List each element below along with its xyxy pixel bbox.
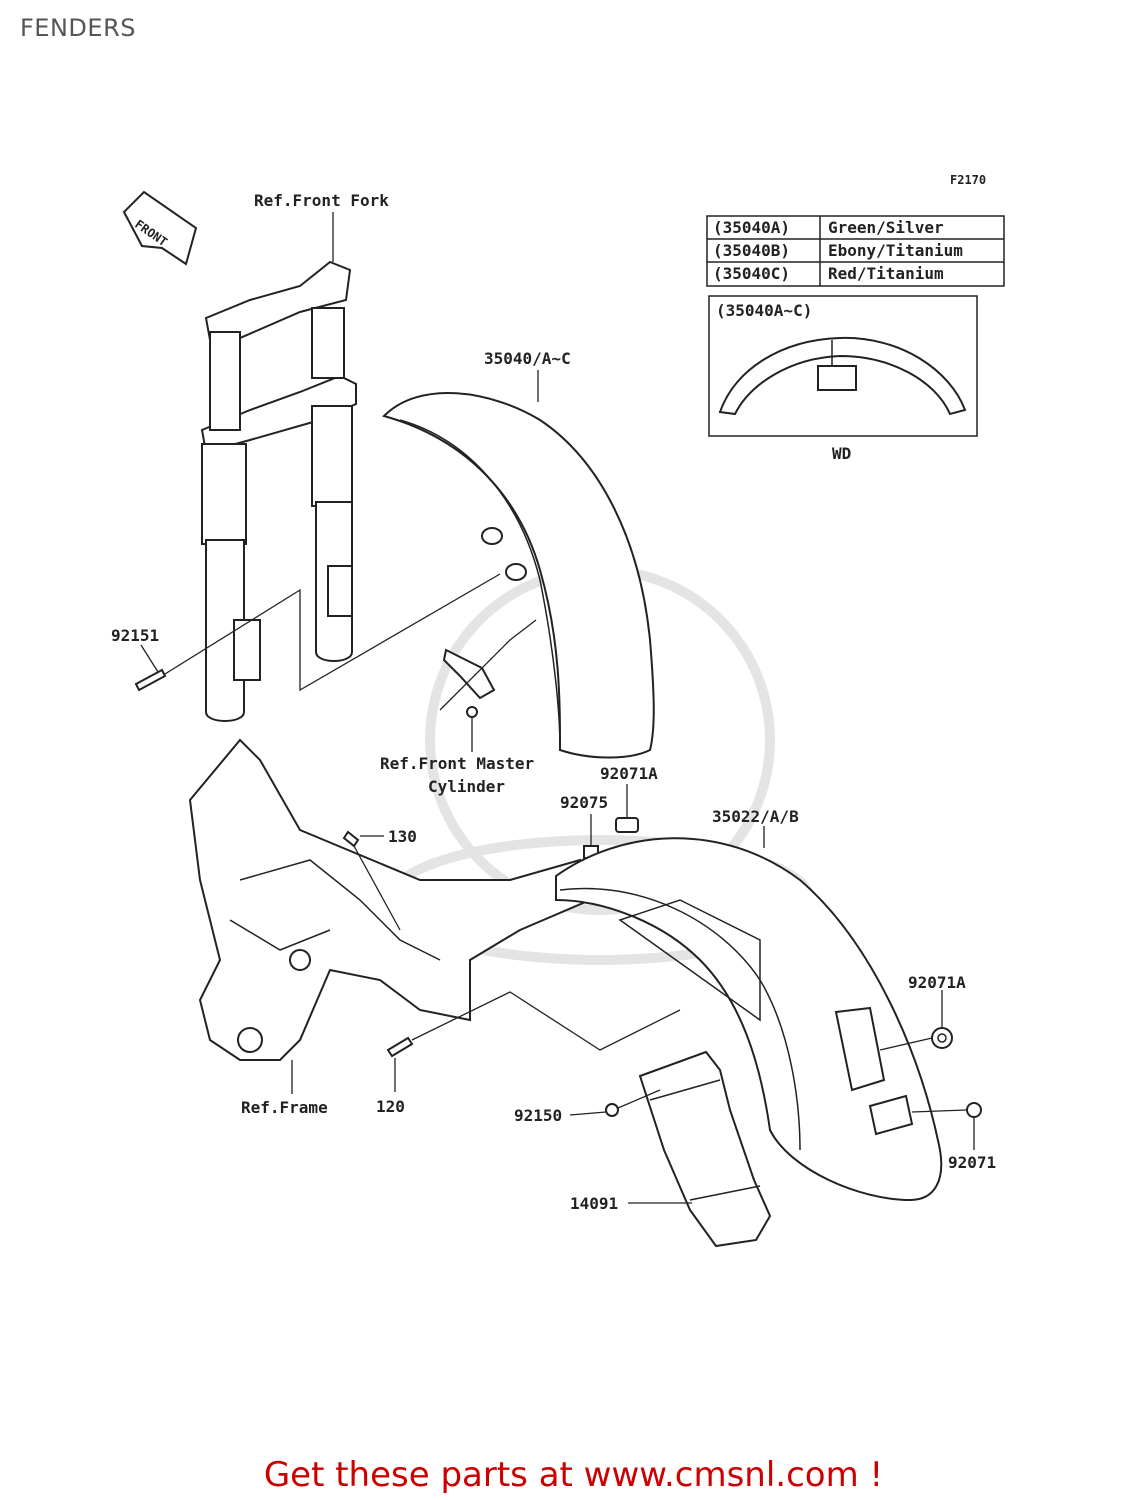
figure-code: F2170 [950,173,986,187]
front-fender-drawing [382,392,655,759]
front-fork-drawing [200,260,357,722]
part-92071A-top-label: 92071A [600,764,658,783]
part-92071A-right-label: 92071A [908,973,966,992]
bolt-130-icon [342,830,360,848]
part-35040-label: 35040/A~C [484,349,571,368]
part-130-label: 130 [388,827,417,846]
color-table-code: (35040B) [713,241,790,260]
part-35022-label: 35022/A/B [712,807,799,826]
inset-title: (35040A~C) [716,301,812,320]
color-table-code: (35040C) [713,264,790,283]
nut-92150-icon [605,1103,619,1117]
ref-frame-label: Ref.Frame [241,1098,328,1117]
bolt-120-icon [386,1036,414,1058]
master-cylinder-clamp-icon [442,648,496,718]
inset-caption: WD [832,444,851,463]
color-table-color: Red/Titanium [828,264,944,283]
cta-link[interactable]: Get these parts at www.cmsnl.com ! [263,1455,884,1495]
bolt-92151-icon [134,668,167,692]
part-92151-label: 92151 [111,626,159,645]
ref-front-fork-label: Ref.Front Fork [254,191,389,210]
grommet-92071A-right-icon [931,1027,953,1049]
rear-fender-drawing [555,837,943,1202]
color-table-color: Green/Silver [828,218,944,237]
bracket-14091-drawing [638,1050,772,1248]
front-arrow-icon: FRONT [122,190,198,266]
grommet-92071A-top-icon [615,817,639,833]
part-92075-label: 92075 [560,793,608,812]
color-table-color: Ebony/Titanium [828,241,963,260]
color-table-code: (35040A) [713,218,790,237]
ref-front-master-label-line1: Ref.Front Master [380,754,534,773]
ref-front-master-label-line2: Cylinder [428,777,505,796]
color-table: (35040A) Green/Silver (35040B) Ebony/Tit… [706,215,1005,287]
page-title: FENDERS [20,14,136,42]
part-92071-label: 92071 [948,1153,996,1172]
grommet-92071-icon [966,1102,982,1118]
part-92150-label: 92150 [514,1106,562,1125]
frame-drawing [188,738,592,1061]
part-120-label: 120 [376,1097,405,1116]
part-14091-label: 14091 [570,1194,618,1213]
inset-fender-detail: (35040A~C) WD [708,295,978,463]
